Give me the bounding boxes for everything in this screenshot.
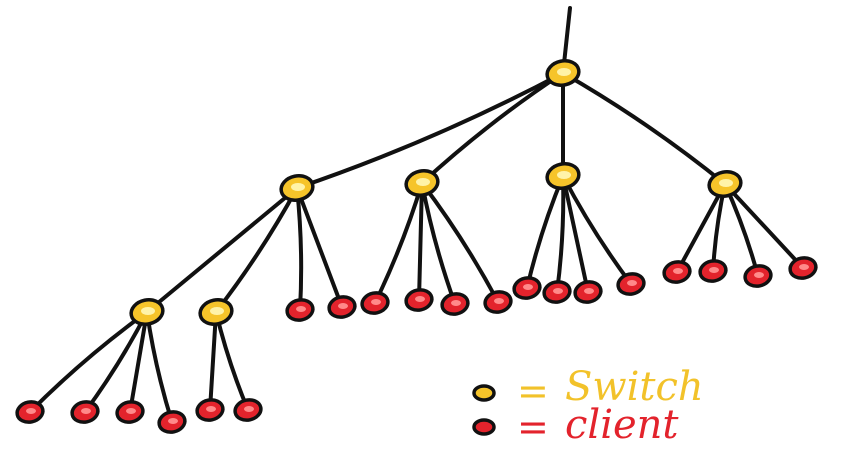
- edges: [28, 6, 805, 424]
- legend-client-label: client: [565, 402, 679, 448]
- client-node-r003: [157, 410, 187, 434]
- switch-node-r1: [404, 169, 440, 197]
- client-node-r11: [404, 288, 434, 312]
- edge-r003: [145, 310, 174, 424]
- client-node-r23: [616, 272, 646, 296]
- client-node-r02: [285, 298, 315, 322]
- client-node-r22: [573, 280, 603, 304]
- edge-r22: [561, 174, 590, 294]
- switch-node-r3: [707, 170, 743, 198]
- legend-switch-swatch: [472, 384, 496, 402]
- edge-r11: [417, 181, 424, 302]
- client-node-r03: [327, 295, 357, 319]
- legend: = Switch = client: [472, 364, 704, 449]
- edge-r23: [561, 174, 633, 286]
- legend-client-swatch: [472, 418, 496, 436]
- edge-r00: [145, 186, 299, 314]
- client-node-r32: [743, 264, 773, 288]
- switch-node-r2: [545, 162, 581, 190]
- edge-r33: [723, 182, 805, 270]
- edge-r011: [214, 310, 250, 412]
- client-node-r011: [233, 398, 263, 422]
- edge-r13: [420, 181, 500, 304]
- legend-switch-label: Switch: [565, 364, 704, 410]
- switch-node-r01: [198, 298, 234, 326]
- switch-node-r: [545, 59, 581, 87]
- legend-switch-equals: =: [517, 369, 549, 413]
- client-node-r21: [542, 280, 572, 304]
- edge-r03: [295, 186, 344, 309]
- client-node-r010: [195, 398, 225, 422]
- client-node-r001: [70, 400, 100, 424]
- client-node-r33: [788, 256, 818, 280]
- edge-r12: [420, 181, 457, 306]
- client-node-r12: [440, 292, 470, 316]
- edge-r3: [561, 71, 727, 186]
- switch-node-r0: [279, 174, 315, 202]
- client-node-r000: [15, 400, 45, 424]
- client-node-r30: [662, 260, 692, 284]
- edge-r02: [295, 186, 304, 312]
- edge-r010: [208, 310, 218, 412]
- edge-r10: [373, 181, 424, 305]
- client-node-r13: [483, 290, 513, 314]
- edge-r0: [295, 71, 565, 190]
- client-node-r10: [360, 291, 390, 315]
- legend-client-equals: =: [517, 405, 549, 449]
- nodes: [15, 59, 818, 434]
- edge-r32: [723, 182, 760, 278]
- client-node-r20: [512, 276, 542, 300]
- edge-r000: [28, 310, 149, 414]
- edge-r1: [420, 71, 565, 185]
- client-node-r002: [115, 400, 145, 424]
- client-node-r31: [698, 259, 728, 283]
- switch-node-r00: [129, 298, 165, 326]
- edge-r01: [214, 186, 299, 314]
